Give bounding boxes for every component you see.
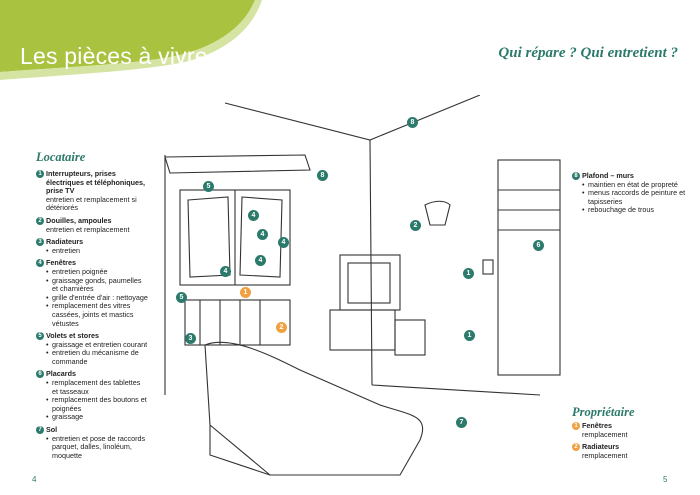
page-title: Les pièces à vivre: [20, 43, 208, 69]
legend-item: 7Solentretien et pose de raccords parque…: [36, 425, 148, 461]
proprietaire-title: Propriétaire: [572, 405, 635, 419]
bullet-item: remplacement des tablettes et tasseaux: [46, 378, 148, 396]
legend-item: 3Radiateursentretien: [36, 238, 148, 255]
bullet-item: graissage gonds, paumelles et charnières: [46, 276, 148, 294]
bullet-list: entretien poignéegraissage gonds, paumel…: [46, 267, 148, 328]
page-number-left: 4: [32, 475, 37, 484]
number-badge: 5: [36, 332, 44, 341]
marker-badge: 3: [185, 333, 196, 344]
legend-item-title: Sol: [46, 425, 58, 435]
bullet-item: maintien en état de propreté: [582, 180, 687, 190]
marker-badge: 8: [317, 170, 328, 181]
marker-badge: 4: [220, 266, 231, 277]
legend-item-title: Fenêtres: [582, 421, 612, 430]
legend-item-fenetres: 1 Fenêtres remplacement: [572, 421, 682, 439]
bullet-list: graissage et entretien courantentretien …: [46, 340, 148, 367]
bullet-item: entretien: [46, 246, 148, 256]
legend-item-title: Fenêtres: [46, 258, 76, 268]
legend-item-plafond: 8 Plafond – murs maintien en état de pro…: [572, 171, 687, 215]
legend-item-title: Placards: [46, 369, 76, 379]
number-badge: 8: [572, 172, 580, 180]
plafond-legend: 8 Plafond – murs maintien en état de pro…: [572, 171, 687, 219]
bullet-list: maintien en état de propreté menus racco…: [582, 180, 687, 215]
number-badge: 2: [572, 443, 580, 452]
marker-badge: 1: [464, 330, 475, 341]
marker-badge: 4: [255, 255, 266, 266]
bullet-item: remplacement des boutons et poignées: [46, 395, 148, 413]
legend-item-desc: remplacement: [582, 429, 628, 439]
marker-badge: 4: [278, 237, 289, 248]
legend-item-desc: entretien et remplacement si détériorés: [46, 194, 137, 213]
number-badge: 2: [36, 216, 44, 225]
legend-item-title: Plafond – murs: [582, 171, 634, 180]
bullet-item: grille d'entrée d'air : nettoyage: [46, 293, 148, 303]
marker-badge: 1: [463, 268, 474, 279]
bullet-item: graissage et entretien courant: [46, 340, 148, 350]
bullet-item: rebouchage de trous: [582, 206, 687, 215]
bullet-item: graissage: [46, 413, 148, 422]
legend-item-title: Interrupteurs, prises électriques et tél…: [46, 169, 146, 196]
bullet-item: entretien poignée: [46, 267, 148, 277]
number-badge: 1: [572, 422, 580, 430]
number-badge: 4: [36, 259, 44, 268]
number-badge: 3: [36, 238, 44, 247]
proprietaire-legend: 1 Fenêtres remplacement 2 Radiateurs rem…: [572, 421, 682, 464]
legend-item-title: Radiateurs: [582, 442, 620, 452]
bullet-item: entretien du mécanisme de commande: [46, 348, 148, 366]
marker-badge: 8: [407, 117, 418, 128]
marker-badge: 6: [533, 240, 544, 251]
marker-badge: 5: [203, 181, 214, 192]
marker-badge: 1: [240, 287, 251, 298]
bullet-list: entretien: [46, 246, 148, 256]
bullet-item: entretien et pose de raccords parquet, d…: [46, 434, 148, 461]
bullet-list: entretien et pose de raccords parquet, d…: [46, 434, 148, 461]
locataire-title: Locataire: [36, 150, 86, 164]
legend-item-desc: entretien et remplacement: [46, 224, 130, 234]
bullet-list: remplacement des tablettes et tasseauxre…: [46, 378, 148, 422]
marker-badge: 4: [257, 229, 268, 240]
header-band: [0, 0, 262, 80]
legend-item: 6Placardsremplacement des tablettes et t…: [36, 370, 148, 422]
marker-badge: 7: [456, 417, 467, 428]
legend-item-title: Volets et stores: [46, 331, 99, 341]
marker-badge: 2: [410, 220, 421, 231]
legend-item: 4Fenêtresentretien poignéegraissage gond…: [36, 259, 148, 328]
legend-item-desc: remplacement: [582, 450, 628, 460]
page-subtitle: Qui répare ? Qui entretient ?: [498, 45, 678, 61]
bullet-item: menus raccords de peinture et tapisserie…: [582, 188, 687, 206]
legend-item-radiateurs: 2 Radiateurs remplacement: [572, 443, 682, 460]
legend-item-title: Douilles, ampoules: [46, 215, 112, 225]
number-badge: 7: [36, 426, 44, 435]
marker-badge: 5: [176, 292, 187, 303]
bullet-item: remplacement des vitres cassées, joints …: [46, 302, 148, 328]
number-badge: 1: [36, 170, 44, 178]
number-badge: 6: [36, 370, 44, 379]
room-illustration: [164, 95, 561, 476]
page-number-right: 5: [663, 475, 668, 484]
legend-item-title: Radiateurs: [46, 237, 84, 247]
marker-badge: 2: [276, 322, 287, 333]
marker-badge: 4: [248, 210, 259, 221]
